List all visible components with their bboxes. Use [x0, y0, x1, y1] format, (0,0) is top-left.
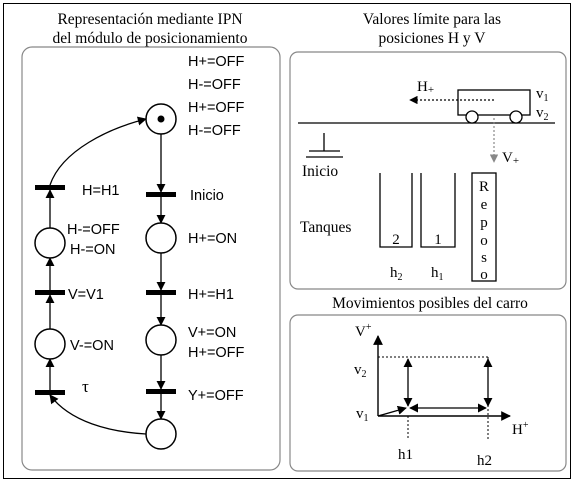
place-final: [145, 418, 177, 450]
figure-frame: [3, 3, 571, 479]
v1-label: v1: [536, 86, 549, 104]
h1-axis-label: h1: [398, 447, 413, 463]
cart-wheel: [509, 110, 523, 124]
tank-1: [420, 173, 456, 248]
reposo-letter: s: [481, 250, 487, 266]
h2-axis-label: h2: [477, 453, 492, 469]
inicio-label: Inicio: [302, 163, 338, 180]
place-h-plus-on: [145, 222, 177, 254]
reposo-letter: o: [480, 233, 488, 249]
left-title-line1: Representación mediante IPN: [57, 11, 242, 28]
reposo-letter: p: [480, 215, 488, 231]
output-label: H+=OFF: [188, 54, 245, 70]
transition-h-eq-h1: [35, 185, 65, 190]
bottom-right-title: Movimientos posibles del carro: [332, 295, 528, 312]
v2-axis-label: v2: [354, 362, 367, 380]
h-axis-label: H+: [512, 420, 529, 438]
top-right-title-line2: posiciones H y V: [379, 30, 487, 47]
transition-inicio: [146, 192, 176, 197]
tank-2: [379, 173, 413, 248]
h2-label: h2: [390, 265, 403, 283]
v-plus-label: V+: [502, 150, 519, 167]
transition-label: Y+=OFF: [188, 388, 244, 404]
v2-label: v2: [536, 105, 549, 123]
reposo-box: [471, 172, 497, 282]
tau-label: τ: [82, 377, 89, 396]
tank-label: 1: [434, 232, 442, 248]
reposo-letter: o: [480, 267, 488, 283]
bottom-right-panel-border: [289, 314, 567, 472]
h1-label: h1: [431, 265, 444, 283]
top-right-title-line1: Valores límite para las: [363, 11, 501, 28]
output-label: H-=OFF: [188, 123, 241, 139]
h-plus-label: H+: [417, 79, 434, 96]
token: [157, 115, 165, 123]
output-label: H+=OFF: [188, 100, 245, 116]
place-h-minus-on: [34, 227, 66, 259]
arc-return: [49, 394, 147, 435]
place-v-minus-on: [34, 328, 66, 360]
transition-tau: [35, 390, 65, 395]
place-label: H-=ON: [70, 242, 116, 258]
place-label: H+=ON: [188, 231, 237, 247]
output-label: H-=OFF: [188, 77, 241, 93]
left-panel-border: [21, 46, 281, 471]
transition-label: H=H1: [82, 183, 119, 199]
place-label: H-=OFF: [67, 222, 120, 238]
place-label: H+=OFF: [188, 345, 245, 361]
cart-wheel: [465, 110, 479, 124]
transition-label: V=V1: [68, 287, 104, 303]
transition-label: H+=H1: [188, 287, 234, 303]
place-v-plus-on: [145, 324, 177, 356]
arc-to-initial: [49, 116, 147, 186]
place-label: V+=ON: [188, 325, 236, 341]
transition-y-plus-off: [146, 389, 176, 394]
top-right-panel-border: [289, 51, 567, 290]
reposo-letter: R: [479, 179, 489, 195]
tanques-label: Tanques: [300, 219, 351, 236]
transition-h-plus-eq-h1: [146, 290, 176, 295]
move-diagonal-arrow: [377, 405, 407, 417]
place-label: V-=ON: [70, 338, 114, 354]
v1-axis-label: v1: [356, 406, 369, 424]
tank-label: 2: [392, 232, 400, 248]
left-title-line2: del módulo de posicionamiento: [52, 30, 247, 47]
v-axis-label: V+: [355, 322, 372, 340]
transition-v-eq-v1: [35, 290, 65, 295]
transition-label: Inicio: [190, 188, 224, 204]
reposo-letter: e: [481, 197, 488, 213]
